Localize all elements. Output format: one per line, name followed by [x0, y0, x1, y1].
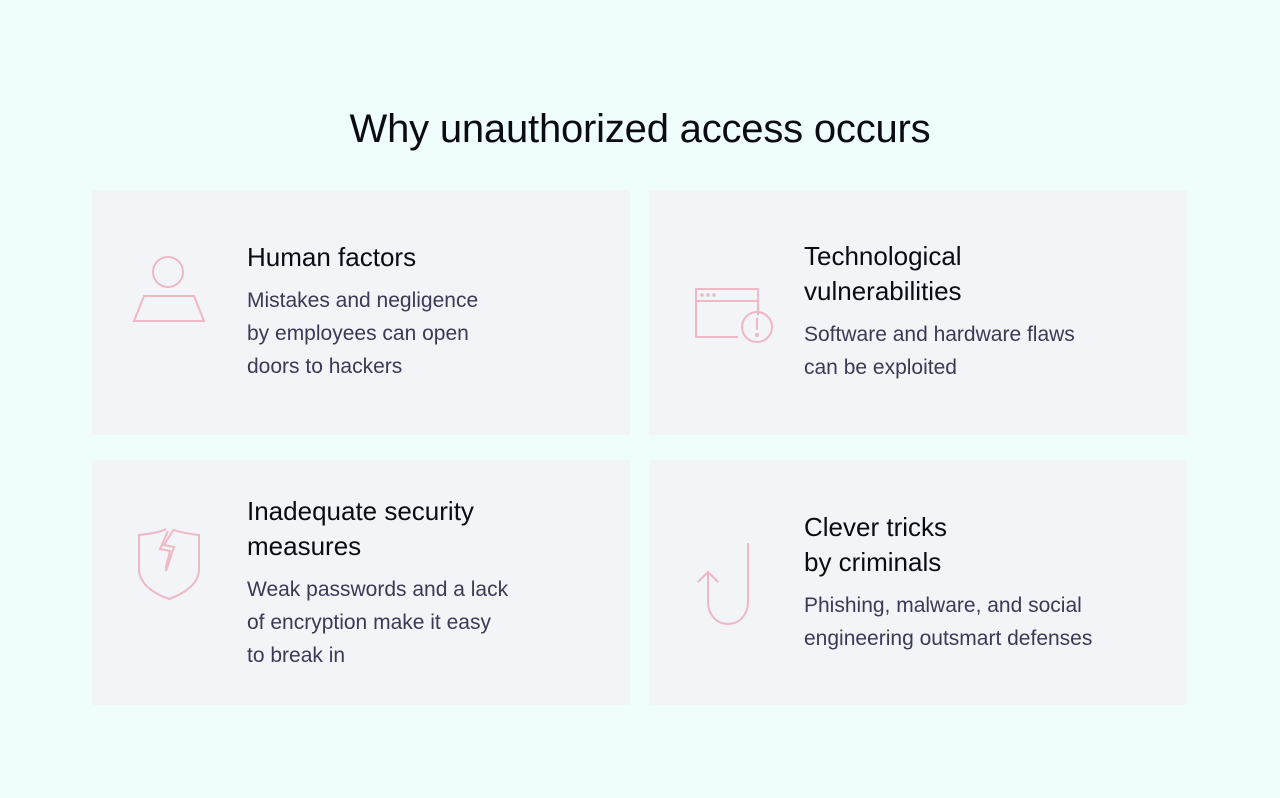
hook-arrow-icon — [696, 540, 756, 630]
card-description: Weak passwords and a lack of encryption … — [247, 578, 509, 667]
card-title: Technological vulnerabilities — [804, 241, 962, 306]
browser-warning-icon — [694, 285, 776, 347]
card-clever-tricks: Clever tricks by criminals Phishing, mal… — [649, 460, 1187, 705]
card-description: Phishing, malware, and social engineerin… — [804, 594, 1093, 650]
card-title: Human factors — [247, 242, 417, 272]
card-title: Clever tricks by criminals — [804, 512, 948, 577]
card-inadequate-security: Inadequate security measures Weak passwo… — [92, 460, 630, 705]
broken-shield-icon — [136, 525, 202, 601]
card-description: Software and hardware flaws can be explo… — [804, 323, 1075, 379]
person-icon — [132, 255, 208, 323]
card-title: Inadequate security measures — [247, 496, 474, 561]
page-title: Why unauthorized access occurs — [349, 106, 931, 151]
card-technological-vulnerabilities: Technological vulnerabilities Software a… — [649, 190, 1187, 435]
card-human-factors: Human factors Mistakes and negligence by… — [92, 190, 630, 435]
card-description: Mistakes and negligence by employees can… — [247, 289, 479, 378]
